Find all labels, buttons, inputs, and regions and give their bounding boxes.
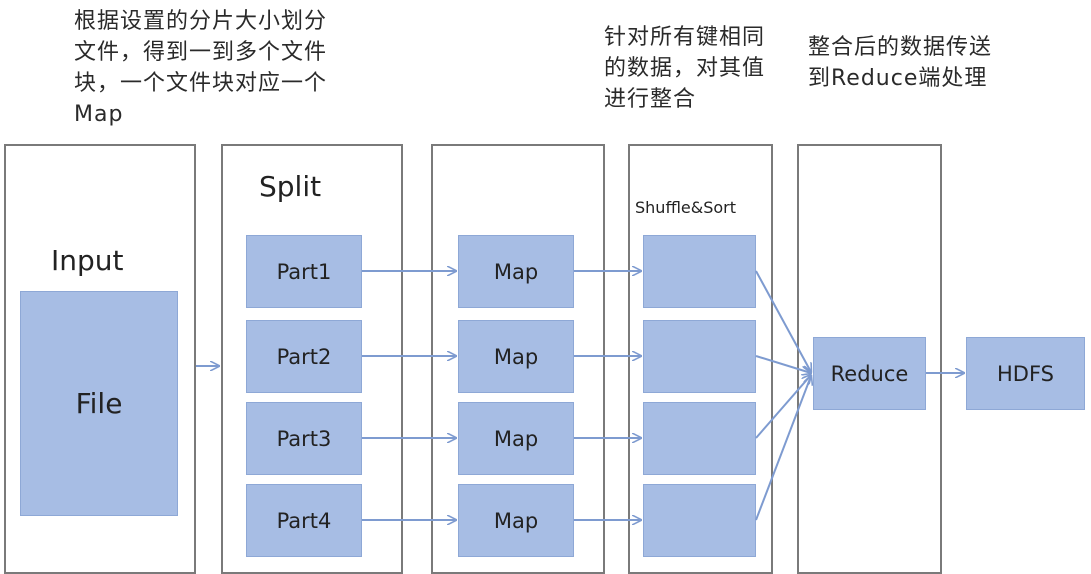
part-label: Part4 [276, 508, 332, 533]
reduce-label: Reduce [830, 361, 909, 386]
map-label: Map [493, 426, 539, 451]
file-box: File [20, 291, 178, 516]
reduce-note: 整合后的数据传送到Reduce端处理 [808, 35, 993, 91]
split-note: 根据设置的分片大小划分文件，得到一到多个文件块，一个文件块对应一个Map [74, 9, 328, 127]
part-label: Part3 [276, 426, 332, 451]
map-label: Map [493, 508, 539, 533]
part-label: Part1 [276, 259, 332, 284]
part-box: Part1 [246, 235, 362, 308]
part-box: Part3 [246, 402, 362, 475]
reduce-box: Reduce [813, 337, 926, 410]
shuffle-box [643, 320, 756, 393]
shuffle-box [643, 484, 756, 557]
hdfs-label: HDFS [996, 361, 1054, 386]
map-box: Map [458, 320, 574, 393]
map-label: Map [493, 344, 539, 369]
shuffle-note: 针对所有键相同的数据，对其值进行整合 [604, 25, 766, 112]
map-label: Map [493, 259, 539, 284]
map-box: Map [458, 402, 574, 475]
part-box: Part4 [246, 484, 362, 557]
input-title: Input [51, 244, 124, 277]
split-title: Split [259, 170, 322, 203]
part-box: Part2 [246, 320, 362, 393]
shuffle-box [643, 402, 756, 475]
hdfs-box: HDFS [966, 337, 1085, 410]
map-box: Map [458, 484, 574, 557]
shuffle-box [643, 235, 756, 308]
map-box: Map [458, 235, 574, 308]
part-label: Part2 [276, 344, 332, 369]
file-label: File [75, 387, 123, 420]
shuffle-title: Shuffle&Sort [635, 198, 737, 217]
